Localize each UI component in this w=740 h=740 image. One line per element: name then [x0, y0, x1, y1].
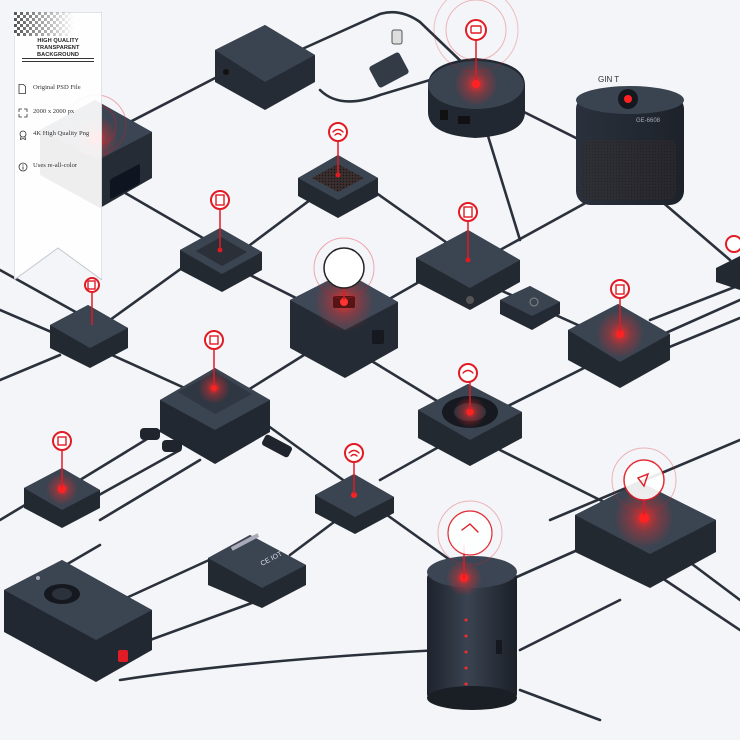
round-hub-device — [428, 58, 525, 138]
pin-main-hub — [313, 237, 375, 300]
square-icon — [57, 280, 625, 446]
speaker-brand-label: GIN T — [598, 75, 619, 84]
pin-small-center — [344, 443, 364, 495]
square-module-device — [180, 228, 262, 292]
pin-edge — [725, 235, 740, 253]
speaker-model-label: GE-6608 — [636, 118, 661, 124]
banner-ribbon — [14, 12, 102, 280]
feature-color: Uses re-all-color — [18, 162, 102, 186]
power-adapter-device — [215, 25, 409, 110]
pin-round-sensor — [458, 363, 478, 410]
pin-top-hub — [433, 0, 519, 80]
usb-dongle-device — [500, 286, 560, 330]
gateway-device — [140, 368, 293, 464]
cylinder-speaker-device — [427, 556, 517, 710]
pin-cylinder — [437, 500, 503, 578]
right-module-device — [568, 304, 670, 388]
feature-text: Uses re-all-color — [33, 162, 78, 169]
info-icon — [18, 162, 28, 173]
document-icon — [215, 194, 225, 206]
small-center-module-device — [315, 474, 394, 534]
camera-icon — [470, 25, 482, 34]
feature-text: 4K High Quality Png — [33, 130, 90, 137]
document-icon — [18, 84, 28, 95]
pin-right-big — [611, 447, 677, 515]
device-icon — [463, 206, 473, 218]
feature-text: 2000 x 2000 px — [33, 108, 75, 115]
left-small-module-device — [50, 305, 128, 368]
right-big-module-device — [575, 482, 716, 588]
wifi-icon — [332, 128, 344, 136]
feature-quality: 4K High Quality Png — [18, 130, 102, 154]
main-hub-device — [290, 272, 398, 378]
badge-icon — [18, 130, 28, 141]
chevron-icon — [636, 472, 650, 488]
banner-heading: HIGH QUALITY TRANSPARENT BACKGROUND — [36, 38, 80, 58]
info-banner: HIGH QUALITY TRANSPARENT BACKGROUND Orig… — [14, 12, 102, 280]
transparency-checker-icon — [14, 12, 74, 36]
feature-resolution: 2000 x 2000 px — [18, 108, 102, 132]
labelled-module-device: CE IOT — [208, 533, 306, 608]
smart-speaker-device: GIN T GE-6608 — [576, 75, 684, 205]
banner-divider — [22, 58, 94, 59]
left-red-module-device — [24, 468, 100, 528]
banner-divider-2 — [22, 61, 94, 62]
feature-text: Original PSD File — [33, 84, 81, 91]
resize-icon — [18, 108, 28, 119]
feature-psd: Original PSD File — [18, 84, 102, 108]
edge-module-device — [716, 256, 740, 290]
camera-device — [4, 560, 152, 682]
pin-glyphs — [57, 25, 650, 533]
round-sensor-device — [418, 384, 522, 466]
pin-wifi-top — [328, 122, 348, 178]
signal-icon — [461, 523, 479, 533]
wifi-icon-lower — [348, 369, 474, 457]
